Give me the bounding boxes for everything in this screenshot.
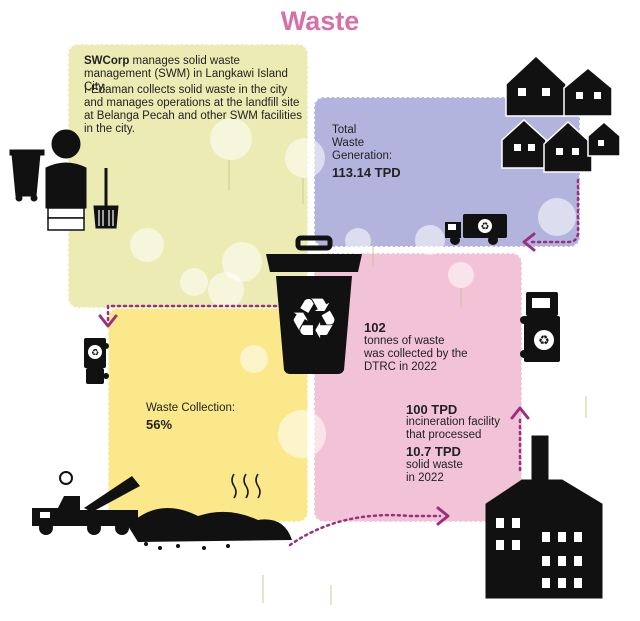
incineration-text: incineration facility that processed bbox=[406, 416, 500, 442]
dump-truck-landfill-icon bbox=[32, 471, 292, 550]
dtrc-text: tonnes of waste was collected by the DTR… bbox=[364, 335, 468, 374]
dtrc-value: 102 bbox=[364, 320, 386, 335]
page-title: Waste bbox=[280, 6, 360, 36]
svg-text:♻: ♻ bbox=[91, 349, 99, 359]
dtrc-line2: was collected by the bbox=[364, 348, 468, 360]
arrowhead-down bbox=[98, 314, 118, 328]
arrow-houses-to-truck bbox=[528, 178, 580, 244]
incineration-line1: incineration facility bbox=[406, 416, 500, 428]
processed-line2: in 2022 bbox=[406, 472, 444, 484]
generation-label-line3: Generation: bbox=[332, 150, 393, 162]
collection-value: 56% bbox=[146, 417, 173, 432]
processed-text: solid waste in 2022 bbox=[406, 459, 463, 485]
arrow-landfill-to-factory bbox=[288, 513, 442, 547]
svg-text:♻: ♻ bbox=[538, 334, 550, 349]
panel-management bbox=[68, 44, 308, 308]
arrowhead-up bbox=[510, 406, 530, 420]
garbage-truck-right-icon: ♻ bbox=[520, 292, 560, 362]
garbage-truck-left-icon: ♻ bbox=[84, 338, 109, 384]
svg-text:♻: ♻ bbox=[289, 287, 339, 352]
incineration-factory-icon bbox=[485, 435, 603, 599]
generation-value: 113.14 TPD bbox=[332, 165, 401, 180]
garbage-truck-icon: ♻ bbox=[445, 214, 507, 245]
svg-text:♻: ♻ bbox=[481, 222, 490, 233]
generation-label-line1: Total bbox=[332, 124, 357, 136]
management-line: manages solid waste management (SWM) in … bbox=[84, 55, 288, 93]
arrowhead-right bbox=[436, 506, 450, 526]
incineration-line2: that processed bbox=[406, 429, 482, 441]
org-name: SWCorp bbox=[84, 55, 130, 67]
generation-label: Total Waste Generation: bbox=[332, 124, 392, 163]
dtrc-line1: tonnes of waste bbox=[364, 335, 445, 347]
arrow-to-collection bbox=[106, 304, 308, 324]
management-text: SWCorp manages solid waste management (S… bbox=[84, 55, 304, 94]
processed-value: 10.7 TPD bbox=[406, 444, 461, 459]
dtrc-line3: DTRC in 2022 bbox=[364, 361, 437, 373]
arrowhead-left bbox=[522, 232, 536, 252]
generation-label-line2: Waste bbox=[332, 137, 365, 149]
panel-collection bbox=[108, 308, 308, 522]
recycle-bin-icon: ♻ bbox=[266, 235, 362, 374]
houses-icon bbox=[501, 54, 621, 173]
processed-line1: solid waste bbox=[406, 459, 463, 471]
collection-label: Waste Collection: bbox=[146, 402, 236, 414]
waste-workers-icon bbox=[9, 129, 119, 231]
incineration-value: 100 TPD bbox=[406, 402, 458, 417]
collection-operator-text: I-Edaman collects solid waste in the cit… bbox=[84, 84, 302, 135]
